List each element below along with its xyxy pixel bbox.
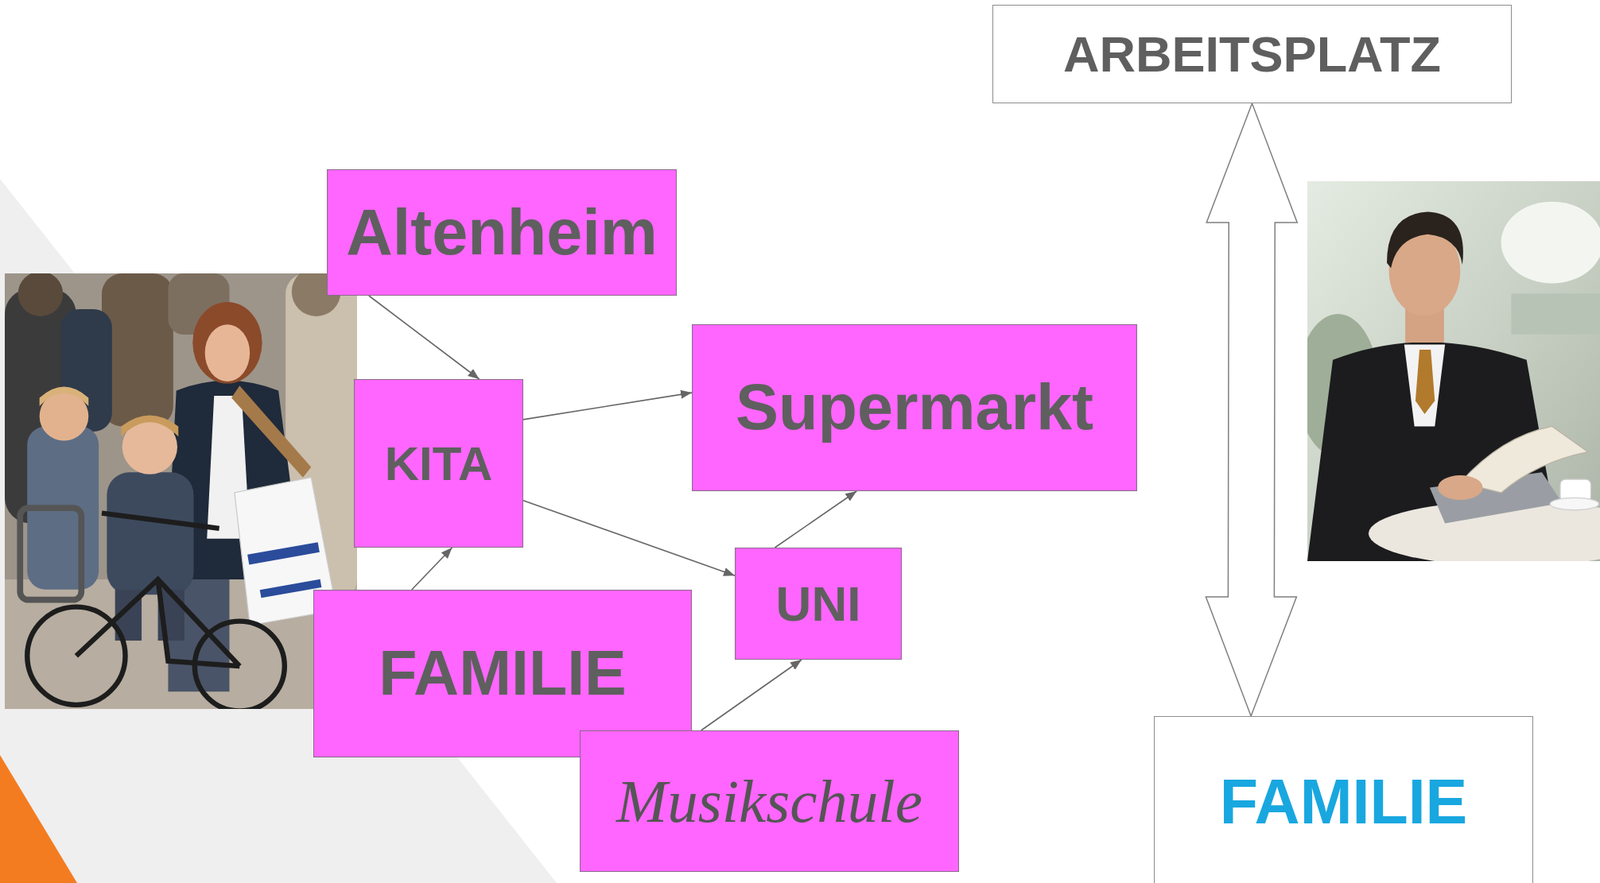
man-part (1415, 349, 1435, 415)
connector-arrow (523, 500, 735, 577)
crowd-part (101, 273, 174, 428)
cafe-background-part (1501, 201, 1600, 284)
street-background-part (4, 273, 358, 710)
connector-arrow (368, 295, 480, 380)
process-box: Musikschule (579, 730, 960, 873)
man-part (1386, 212, 1464, 269)
cafe-table (1368, 426, 1600, 562)
connector-arrow (701, 660, 802, 731)
connector-arrow (411, 547, 453, 591)
cafe-background (1307, 181, 1600, 562)
process-box: Supermarkt (691, 324, 1138, 492)
node-label: UNI (776, 575, 862, 633)
children-part (106, 472, 194, 595)
shopping-bag-part (260, 579, 323, 599)
bicycle (19, 508, 285, 710)
street-background (4, 273, 358, 710)
bicycle-part (101, 513, 220, 529)
node-label: Altenheim (345, 195, 658, 270)
process-box: KITA (353, 379, 524, 548)
cafe-table-part (1549, 497, 1600, 510)
children-part (39, 386, 90, 406)
shopping-bag-part (247, 542, 320, 565)
crowd-part (18, 273, 63, 317)
process-box: UNI (734, 547, 902, 661)
mother-bicycle-photo (4, 273, 358, 710)
cafe-background-part (1510, 293, 1600, 334)
cafe-table-part (1437, 475, 1483, 501)
connector-arrow (774, 491, 857, 548)
node-label: KITA (384, 436, 494, 492)
orange-corner (0, 755, 78, 883)
node-label: FAMILIE (1219, 766, 1468, 839)
connector-arrow (523, 392, 692, 420)
label-box: FAMILIE (1153, 716, 1534, 883)
node-label: FAMILIE (378, 637, 627, 711)
node-label: Musikschule (616, 766, 923, 838)
node-label: Supermarkt (735, 370, 1094, 445)
businessman-photo (1307, 181, 1600, 562)
man-part (1404, 345, 1445, 428)
bicycle-part (76, 579, 240, 667)
woman-part (192, 302, 262, 385)
process-box: Altenheim (326, 169, 677, 296)
double-block-arrow (1205, 103, 1298, 717)
bicycle-part (19, 508, 82, 601)
children-part (120, 415, 179, 437)
woman-part (231, 385, 311, 478)
node-label: ARBEITSPLATZ (1063, 25, 1441, 83)
crowd (4, 273, 358, 601)
woman-part (205, 324, 250, 382)
label-box: ARBEITSPLATZ (992, 4, 1512, 104)
